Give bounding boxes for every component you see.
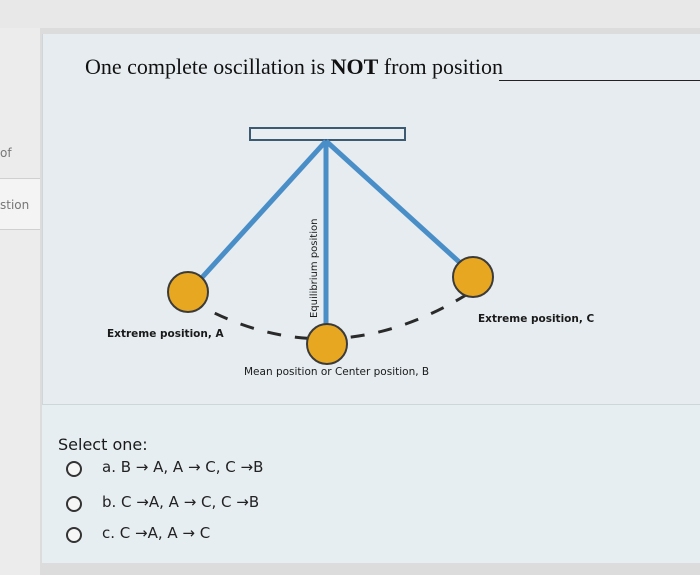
question-card: One complete oscillation is NOT from pos…	[42, 34, 700, 404]
nav-label-question: stion	[0, 198, 30, 212]
question-title-bold: NOT	[330, 54, 379, 79]
bob-b	[306, 323, 348, 365]
string-left	[195, 139, 328, 285]
answers-panel: Select one: a. B → A, A → C, C →B b. C →…	[42, 404, 700, 563]
radio-button[interactable]	[66, 496, 82, 512]
answer-option-label: b. C →A, A → C, C →B	[102, 493, 260, 511]
pendulum-support	[249, 127, 406, 141]
answer-option-label: a. B → A, A → C, C →B	[102, 458, 264, 476]
answer-option-a[interactable]: a. B → A, A → C, C →B	[60, 455, 460, 483]
left-navigation: of stion	[0, 28, 40, 575]
equilibrium-label: Equilibrium position	[309, 219, 320, 318]
extreme-c-label: Extreme position, C	[478, 313, 595, 325]
question-title-part2: from position	[378, 54, 503, 79]
bob-a	[167, 271, 209, 313]
browser-top-band	[0, 0, 700, 28]
string-right	[324, 139, 470, 272]
question-title: One complete oscillation is NOT from pos…	[85, 54, 503, 80]
bob-c	[452, 256, 494, 298]
radio-button[interactable]	[66, 461, 82, 477]
select-one-prompt: Select one:	[58, 435, 148, 454]
answer-option-b[interactable]: b. C →A, A → C, C →B	[60, 490, 460, 518]
question-title-part1: One complete oscillation is	[85, 54, 331, 79]
extreme-a-label: Extreme position, A	[107, 328, 225, 340]
nav-tab[interactable]	[0, 178, 40, 230]
answer-option-label: c. C →A, A → C	[102, 524, 211, 542]
answer-blank-line	[499, 80, 700, 81]
nav-label-of: of	[0, 146, 12, 160]
answer-option-c[interactable]: c. C →A, A → C	[60, 521, 460, 549]
radio-button[interactable]	[66, 527, 82, 543]
mean-b-label: Mean position or Center position, B	[244, 366, 429, 378]
